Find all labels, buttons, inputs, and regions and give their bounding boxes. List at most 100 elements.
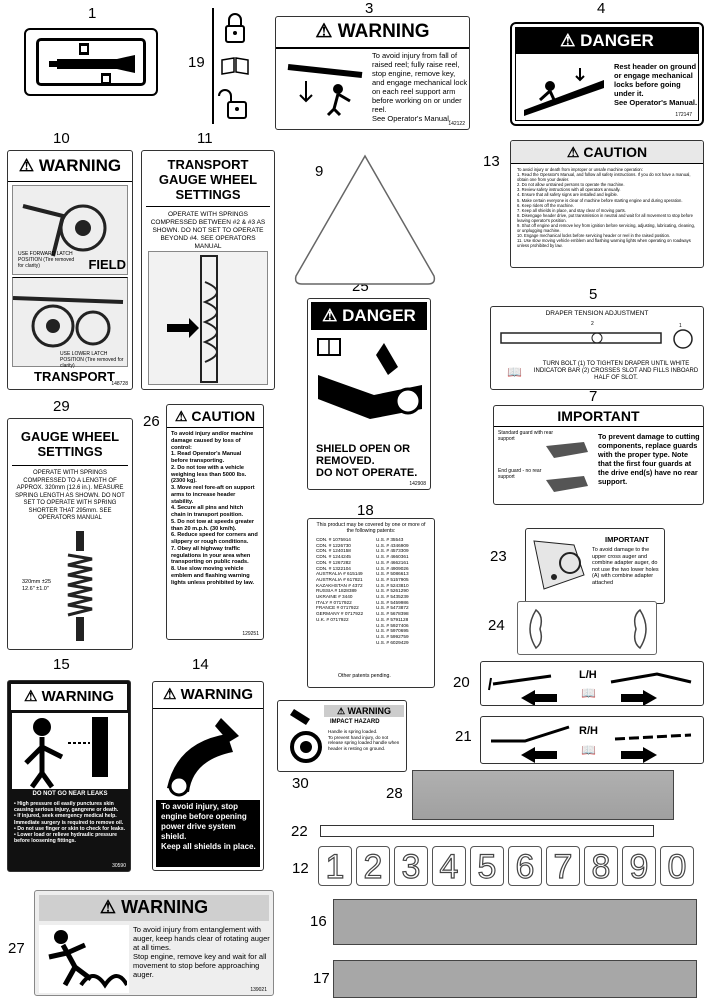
decal-10-field: FIELD (88, 257, 126, 272)
patent-entry: U.S. # 5435239 (376, 594, 409, 600)
digit-tile: 8 (584, 846, 618, 887)
patent-entry: U.S. # 4346909 (376, 542, 409, 548)
patent-entry: CDN. # 1240158 (316, 548, 351, 554)
decal-10-upper-note: USE FORWARD LATCH POSITION (Tire removed… (18, 251, 75, 269)
field-latch-illustration (12, 185, 128, 275)
label-30: 30 (292, 775, 309, 792)
patent-entry: U.S. # 5791128 (376, 616, 409, 622)
decal-7-end: End guard - no rear support (498, 468, 542, 480)
guard-icon (546, 442, 588, 492)
digit-tile: 1 (318, 846, 352, 887)
lh-direction-icon (488, 672, 692, 705)
decal-7-std: Standard guard with rear support (498, 430, 554, 442)
decal-4-title: DANGER (580, 31, 654, 50)
decal-1 (24, 28, 158, 96)
decal-30-title: WARNING (347, 706, 392, 716)
patent-entry: U.S. # 4660361 (376, 554, 409, 560)
decal-19 (212, 8, 262, 124)
patent-entry: U.S. # 5970695 (376, 628, 409, 634)
decal-20-lh: L/H 📖 (480, 661, 704, 706)
decal-16-strip (333, 899, 697, 945)
patent-entry: CDN. # 1244245 (316, 554, 351, 560)
patent-entry: U.S. # 5157905 (376, 576, 409, 582)
digit-tile: 0 (660, 846, 694, 887)
decal-4-danger: ⚠ DANGER Rest header on ground or engage… (510, 22, 704, 126)
patent-entry: UKRAINE # 3440 (316, 594, 353, 600)
decal-15-title: WARNING (41, 688, 115, 705)
patent-entry: AUSTRALIA # 617821 (316, 576, 363, 582)
label-17: 17 (313, 970, 330, 987)
belt-entanglement-icon (317, 338, 422, 419)
decal-7-title: IMPORTANT (494, 406, 703, 427)
bracket-shapes-icon (529, 608, 647, 650)
auger-entanglement-icon (48, 930, 127, 989)
decal-29-gauge-wheel: GAUGE WHEEL SETTINGS OPERATE WITH SPRING… (7, 418, 133, 650)
patent-entry: ITALY # 0717922 (316, 599, 352, 605)
rh-direction-icon (491, 725, 692, 763)
decal-29-title: GAUGE WHEEL SETTINGS (20, 429, 120, 459)
mark-2: 2 (591, 321, 594, 327)
hydraulic-leak-icon (12, 713, 128, 789)
patent-entry: U.S. # 4662161 (376, 559, 409, 565)
decal-10-transport: TRANSPORT (34, 369, 115, 384)
warning-triangle-icon: ⚠ (322, 306, 338, 325)
decal-13-caution: ⚠ CAUTION To avoid injury or death from … (510, 140, 704, 268)
decal-28-strip (412, 770, 674, 820)
decal-15-code: 30590 (112, 863, 126, 869)
patent-entry: U.S. # 4573309 (376, 548, 409, 554)
decal-23-text: To avoid damage to the upper cross auger… (592, 547, 659, 586)
decal-15-text: • High pressure oil easily punctures ski… (14, 801, 126, 845)
label-5: 5 (589, 286, 598, 303)
label-4: 4 (597, 0, 606, 17)
label-23: 23 (490, 548, 507, 565)
decal-18-patents: This product may be covered by one or mo… (307, 518, 435, 688)
patent-entry: U.S. # 4909026 (376, 565, 409, 571)
patent-entry: FRANCE # 0717922 (316, 605, 359, 611)
mark-1: 1 (679, 323, 682, 329)
patent-entry: U.S. # 5243810 (376, 582, 409, 588)
digit-tile: 2 (356, 846, 390, 887)
warning-triangle-icon: ⚠ (336, 706, 346, 716)
decal-11-title: TRANSPORT GAUGE WHEEL SETTINGS (158, 157, 258, 202)
decal-21-rh: R/H 📖 (480, 716, 704, 764)
digit-tile: 7 (546, 846, 580, 887)
decal-24 (517, 601, 657, 655)
warning-triangle-icon: ⚠ (99, 897, 117, 917)
patent-entry: U.S. # 5086613 (376, 571, 409, 577)
patent-entry: CDN. # 1226730 (316, 542, 351, 548)
warning-triangle-icon: ⚠ (174, 408, 188, 424)
decal-11-transport-gauge: TRANSPORT GAUGE WHEEL SETTINGS OPERATE W… (141, 150, 275, 390)
label-9: 9 (315, 163, 324, 180)
decal-15-warning: ⚠ WARNING DO NOT GO NEAR LEAKS • High pr… (7, 680, 131, 872)
label-7: 7 (589, 388, 598, 405)
decal-5-text: TURN BOLT (1) TO TIGHTEN DRAPER UNTIL WH… (533, 361, 699, 381)
decal-29-dim: 320mm ±25 12.6" ±1.0" (22, 579, 52, 592)
digit-tile: 4 (432, 846, 466, 887)
label-3: 3 (365, 0, 374, 17)
label-10: 10 (53, 130, 70, 147)
patent-entry: U.S. # 5992759 (376, 633, 409, 639)
decal-15-sub: DO NOT GO NEAR LEAKS (32, 791, 108, 797)
label-20: 20 (453, 674, 470, 691)
decal-3-title: WARNING (337, 21, 430, 42)
decal-26-code: 129251 (242, 631, 259, 637)
decal-23-important: IMPORTANT To avoid damage to the upper c… (525, 528, 665, 604)
manual-book-icon: 📖 (507, 365, 522, 379)
decal-5-title: DRAPER TENSION ADJUSTMENT (545, 310, 649, 317)
decal-14-warning: ⚠ WARNING To avoid injury, stop engine b… (152, 681, 264, 871)
transport-latch-illustration (12, 277, 128, 367)
patent-entry: U.S. # 5261290 (376, 588, 409, 594)
label-27: 27 (8, 940, 25, 957)
frame-icon (36, 38, 146, 86)
patent-entry: U.S. # 5473872 (376, 605, 409, 611)
gauge-wheel-illustration (148, 251, 268, 385)
decal-30-warning: ⚠ WARNING IMPACT HAZARD Handle is spring… (277, 700, 407, 772)
spring-icon (67, 531, 93, 641)
decal-4-code: 172147 (675, 112, 692, 118)
decal-25-danger: ⚠ DANGER SHIELD OPEN OR REMOVED. DO NOT … (307, 298, 431, 490)
decal-10-title: WARNING (38, 156, 122, 175)
decal-30-text: Handle is spring loaded. To prevent hand… (328, 729, 400, 751)
decal-12-digits: 1 2 3 4 5 6 7 8 9 0 (318, 846, 698, 887)
